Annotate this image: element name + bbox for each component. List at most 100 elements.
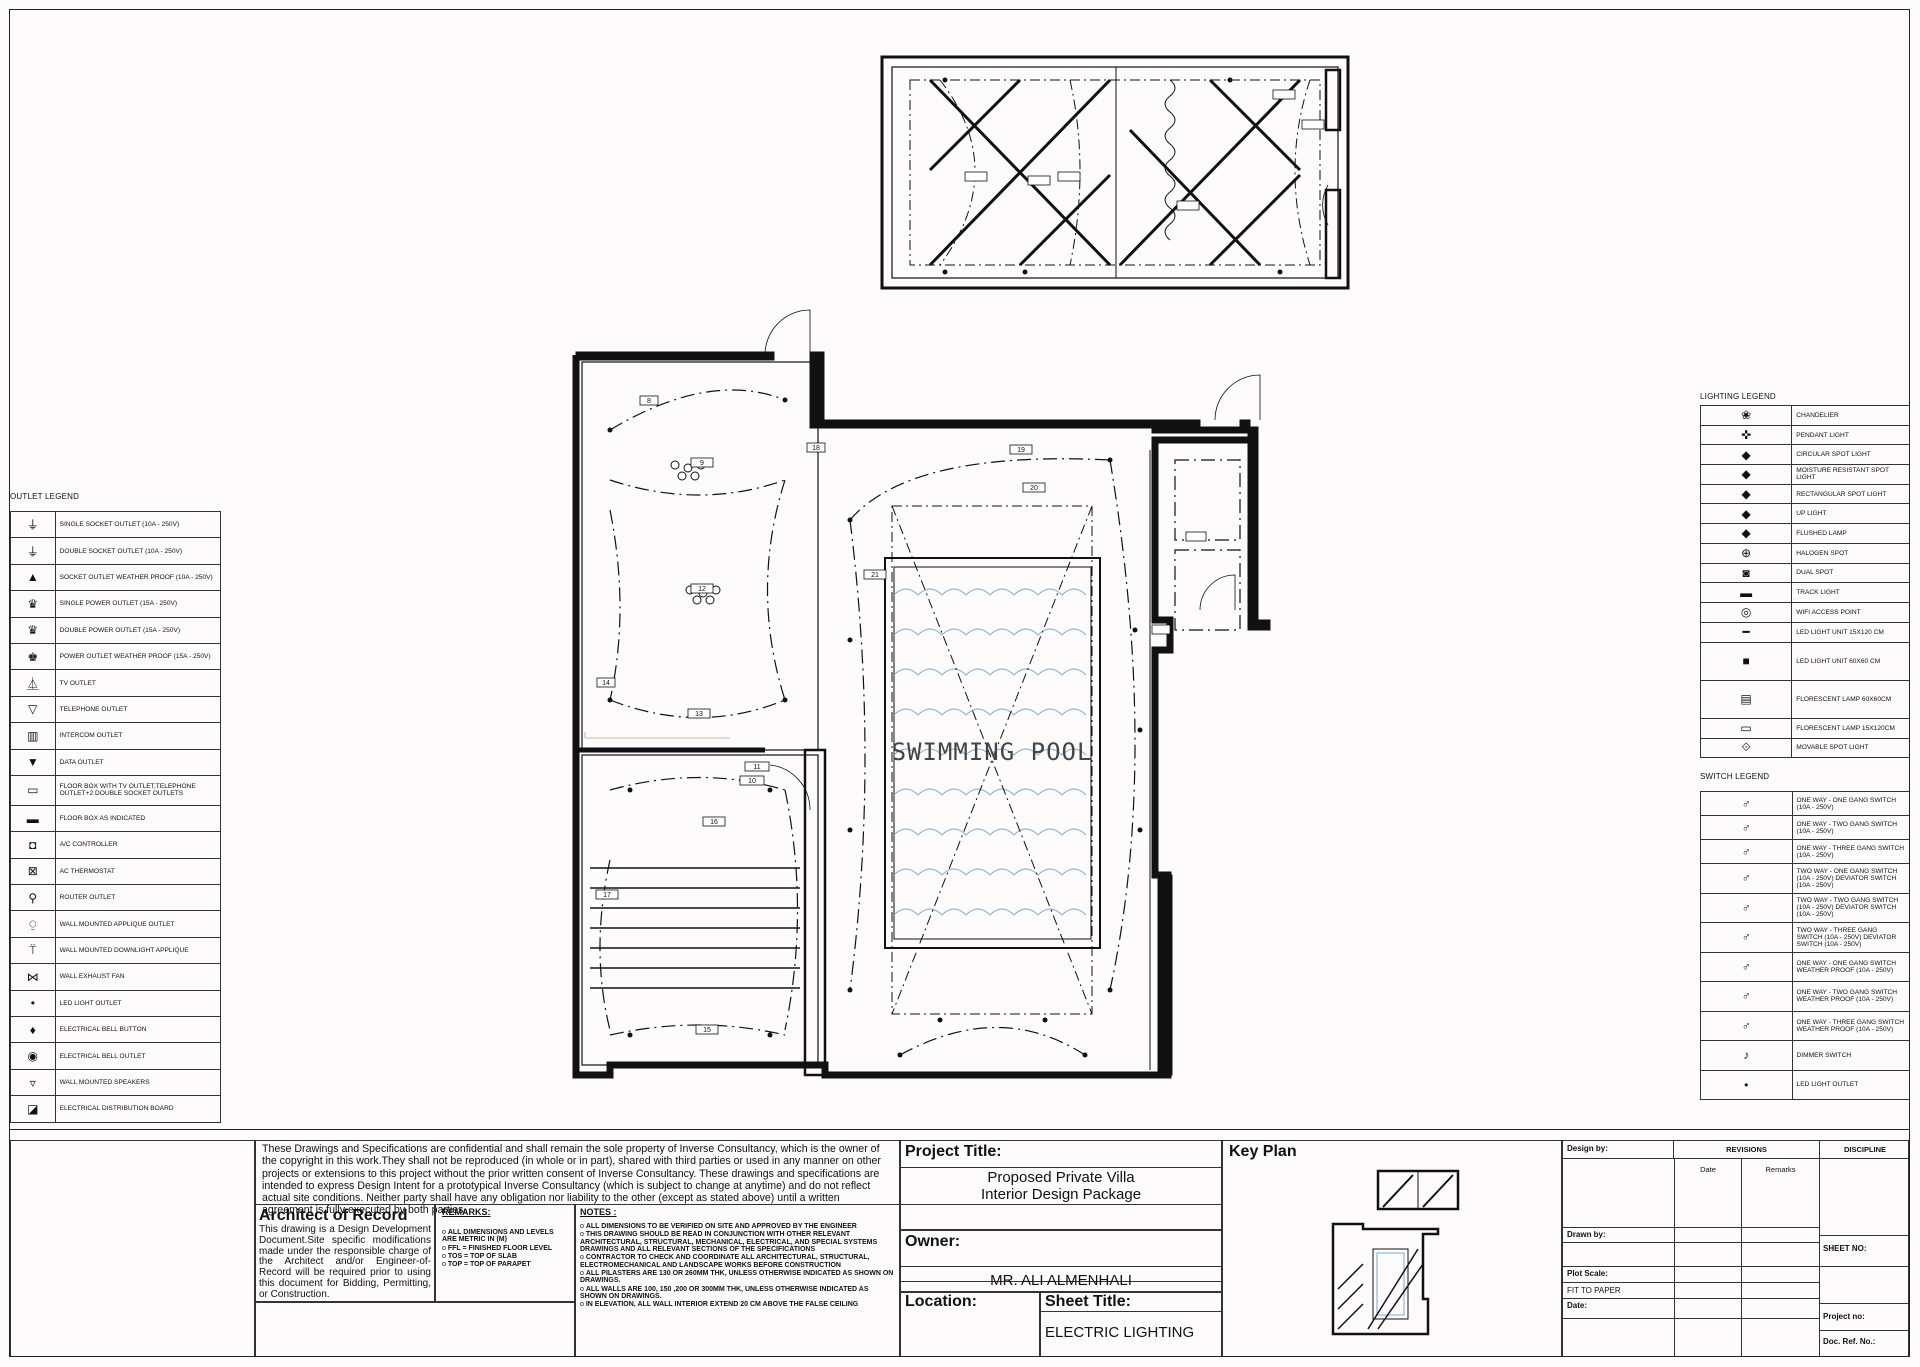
distribution-board-icon: ◪ xyxy=(10,1095,56,1123)
legend-row: ■LED LIGHT UNIT 60X60 CM xyxy=(1699,641,1909,681)
legend-row: ♦ELECTRICAL BELL BUTTON xyxy=(10,1016,222,1044)
legend-row: ♂ONE WAY - ONE GANG SWITCH WEATHER PROOF… xyxy=(1700,951,1909,982)
legend-row: ▬FLOOR BOX AS INDICATED xyxy=(10,804,222,833)
chandelier-fixtures xyxy=(670,460,721,605)
chandelier-icon: ❀ xyxy=(1699,405,1793,426)
room-tag: 8 xyxy=(647,398,651,405)
wall-applique-icon: ⍜ xyxy=(10,910,56,938)
legend-label: MOISTURE RESISTANT SPOT LIGHT xyxy=(1791,464,1909,485)
legend-label: PENDANT LIGHT xyxy=(1791,424,1909,446)
revisions-label: REVISIONS xyxy=(1674,1141,1819,1159)
tv-outlet-icon: ⏅ xyxy=(10,669,56,697)
legend-row: •LED LIGHT OUTLET xyxy=(1700,1069,1909,1100)
room-tag: 9 xyxy=(700,460,704,467)
legend-row: ▲SOCKET OUTLET WEATHER PROOF (10A - 250V… xyxy=(10,563,222,592)
legend-row: ▤FLORESCENT LAMP 60X60CM xyxy=(1699,679,1909,719)
project-title-label: Project Title: xyxy=(905,1143,1002,1160)
legend-row: ⏚SINGLE SOCKET OUTLET (10A - 250V) xyxy=(10,510,222,539)
dual-spot-icon: ◙ xyxy=(1699,562,1793,584)
legend-label: FLORESCENT LAMP 60X60CM xyxy=(1791,679,1909,719)
legend-label: WIFI ACCESS POINT xyxy=(1791,601,1909,623)
architect-of-record: Architect of Record This drawing is a De… xyxy=(255,1204,435,1302)
legend-label: TV OUTLET xyxy=(54,669,222,697)
legend-label: WALL EXHAUST FAN xyxy=(54,963,222,991)
rectangular-spot-icon: ◆ xyxy=(1699,483,1793,505)
legend-row: ♂ONE WAY - TWO GANG SWITCH (10A - 250V) xyxy=(1700,815,1909,840)
room-tag: 21 xyxy=(871,572,879,579)
legend-label: FLOOR BOX AS INDICATED xyxy=(54,804,222,833)
note-item: ALL WALLS ARE 100, 150 ,200 OR 300MM THK… xyxy=(580,1286,895,1301)
note-item: TOP = TOP OF PARAPET xyxy=(442,1261,568,1268)
note-item: ALL PILASTERS ARE 130 OR 260MM THK, UNLE… xyxy=(580,1270,895,1285)
room-tag: 14 xyxy=(602,680,610,687)
legend-row: ⏅TV OUTLET xyxy=(10,669,222,697)
legend-row: ▬TRACK LIGHT xyxy=(1699,582,1909,603)
legend-row: ▼DATA OUTLET xyxy=(10,748,222,776)
legend-label: TWO WAY - THREE GANG SWITCH (10A - 250V)… xyxy=(1791,922,1909,953)
legend-row: ◆UP LIGHT xyxy=(1699,503,1909,525)
legend-label: AC THERMOSTAT xyxy=(54,857,222,886)
legend-row: ♚POWER OUTLET WEATHER PROOF (15A - 250V) xyxy=(10,642,222,671)
note-item: TOS = TOP OF SLAB xyxy=(442,1253,568,1260)
wp-two-gang-icon: ♂ xyxy=(1700,981,1793,1012)
legend-row: ♂TWO WAY - ONE GANG SWITCH (10A - 250V) … xyxy=(1700,863,1909,894)
legend-row: ⟐MOVABLE SPOT LIGHT xyxy=(1699,737,1909,759)
single-socket-outlet-icon: ⏚ xyxy=(10,510,56,539)
legend-label: ONE WAY - THREE GANG SWITCH (10A - 250V) xyxy=(1791,839,1909,864)
one-way-one-gang-icon: ♂ xyxy=(1700,791,1793,816)
project-name-line2: Interior Design Package xyxy=(980,1185,1142,1203)
project-name-box: Proposed Private Villa Interior Design P… xyxy=(901,1167,1221,1205)
socket-weather-proof-icon: ▲ xyxy=(10,563,56,592)
legend-row: ⚲ROUTER OUTLET xyxy=(10,884,222,912)
legend-row: ▽TELEPHONE OUTLET xyxy=(10,695,222,724)
title-block-blank xyxy=(10,1140,255,1356)
revision-block: Design by: REVISIONS DISCIPLINE Date Rem… xyxy=(1562,1140,1909,1356)
remarks-list: ALL DIMENSIONS AND LEVELS ARE METRIC IN … xyxy=(442,1229,568,1269)
legend-label: ONE WAY - TWO GANG SWITCH WEATHER PROOF … xyxy=(1791,981,1909,1012)
legend-row: ▥INTERCOM OUTLET xyxy=(10,722,222,750)
legend-label: DOUBLE POWER OUTLET (15A - 250V) xyxy=(54,616,222,644)
legend-row: ▿WALL MOUNTED SPEAKERS xyxy=(10,1068,222,1097)
double-socket-outlet-icon: ⏚ xyxy=(10,537,56,565)
note-item: ALL DIMENSIONS AND LEVELS ARE METRIC IN … xyxy=(442,1229,568,1244)
ac-controller-icon: ◘ xyxy=(10,831,56,859)
moisture-spot-icon: ◆ xyxy=(1699,464,1793,485)
note-item: THIS DRAWING SHOULD BE READ IN CONJUNCTI… xyxy=(580,1231,895,1253)
legend-label: DOUBLE SOCKET OUTLET (10A - 250V) xyxy=(54,537,222,565)
legend-row: ♂ONE WAY - THREE GANG SWITCH WEATHER PRO… xyxy=(1700,1010,1909,1041)
legend-label: WALL MOUNTED APPLIQUE OUTLET xyxy=(54,910,222,938)
legend-label: SINGLE POWER OUTLET (15A - 250V) xyxy=(54,590,222,618)
legend-label: ONE WAY - ONE GANG SWITCH (10A - 250V) xyxy=(1791,791,1909,816)
confidentiality-disclaimer: These Drawings and Specifications are co… xyxy=(255,1140,900,1216)
lighting-circuits xyxy=(599,389,1241,1056)
legend-row: ◘A/C CONTROLLER xyxy=(10,831,222,859)
project-title-cell: Project Title: Proposed Private Villa In… xyxy=(900,1140,1222,1230)
owner-label: Owner: xyxy=(905,1233,961,1250)
legend-label: ONE WAY - ONE GANG SWITCH WEATHER PROOF … xyxy=(1791,951,1909,982)
led-light-outlet-icon: • xyxy=(10,989,56,1018)
legend-row: ▭FLORESCENT LAMP 15X120CM xyxy=(1699,717,1909,739)
single-power-outlet-icon: ♛ xyxy=(10,590,56,618)
legend-label: DATA OUTLET xyxy=(54,748,222,776)
legend-label: SINGLE SOCKET OUTLET (10A - 250V) xyxy=(54,510,222,539)
note-item: FFL = FINISHED FLOOR LEVEL xyxy=(442,1245,568,1252)
plot-scale-label: Plot Scale: xyxy=(1567,1269,1608,1278)
sheet-title-cell: Sheet Title: ELECTRIC LIGHTING xyxy=(1040,1292,1222,1356)
room-tag: 13 xyxy=(695,711,703,718)
legend-row: ♂TWO WAY - THREE GANG SWITCH (10A - 250V… xyxy=(1700,922,1909,953)
legend-label: CIRCULAR SPOT LIGHT xyxy=(1791,444,1909,466)
doc-ref-label: Doc. Ref. No.: xyxy=(1823,1337,1876,1346)
room-tag: 20 xyxy=(1030,485,1038,492)
legend-label: RECTANGULAR SPOT LIGHT xyxy=(1791,483,1909,505)
legend-label: LED LIGHT OUTLET xyxy=(54,989,222,1018)
legend-label: ROUTER OUTLET xyxy=(54,884,222,912)
legend-label: HALOGEN SPOT xyxy=(1791,542,1909,564)
legend-row: ⊠AC THERMOSTAT xyxy=(10,857,222,886)
legend-label: DIMMER SWITCH xyxy=(1791,1040,1909,1071)
swimming-pool xyxy=(884,505,1101,1015)
room-tag: 19 xyxy=(1017,447,1025,454)
legend-label: ONE WAY - THREE GANG SWITCH WEATHER PROO… xyxy=(1791,1010,1909,1041)
owner-cell: Owner: xyxy=(900,1230,1222,1282)
outlet-legend-title: OUTLET LEGEND xyxy=(10,492,80,501)
